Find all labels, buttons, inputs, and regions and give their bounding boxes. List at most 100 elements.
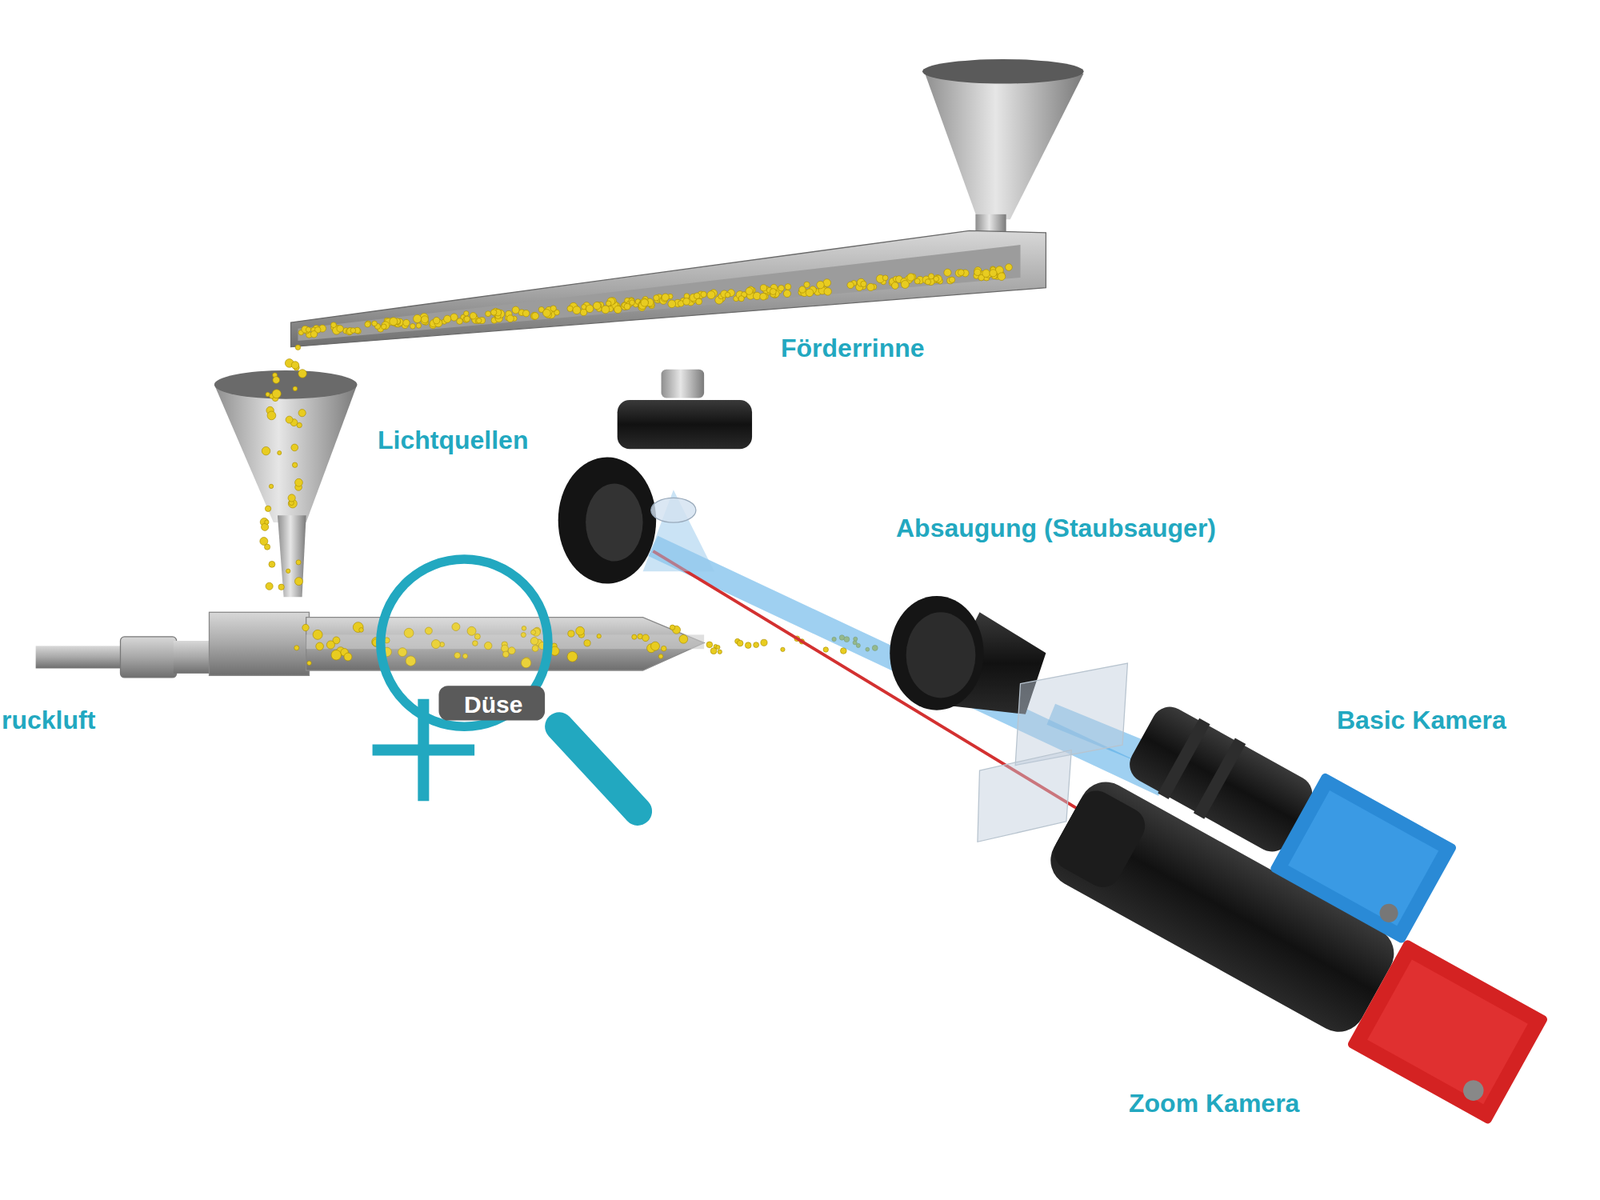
- particle: [456, 318, 464, 325]
- particle: [605, 300, 612, 307]
- air-label: ruckluft: [1, 706, 96, 735]
- light-beam: [652, 545, 1164, 786]
- particle: [272, 389, 281, 399]
- particle: [372, 320, 378, 327]
- particle: [614, 305, 622, 313]
- particle: [982, 269, 991, 278]
- particle: [268, 560, 276, 568]
- camera-label: Zoom Kamera: [1128, 1089, 1300, 1118]
- particle: [738, 296, 744, 302]
- particle: [512, 306, 520, 314]
- particle: [421, 316, 429, 324]
- particle: [381, 321, 390, 330]
- particle: [463, 316, 470, 323]
- particle: [543, 308, 552, 317]
- particle: [506, 315, 514, 323]
- particle: [296, 422, 302, 428]
- lamp-face: [585, 484, 643, 562]
- particle: [316, 642, 324, 651]
- light-sources: [558, 369, 752, 584]
- particle: [805, 288, 814, 297]
- particle: [760, 284, 767, 292]
- particle: [717, 649, 722, 654]
- particle: [265, 582, 273, 590]
- particle: [924, 279, 931, 285]
- particle: [596, 633, 601, 638]
- particle: [410, 323, 416, 329]
- particle: [336, 325, 344, 332]
- particle: [464, 311, 469, 316]
- particle: [532, 312, 540, 320]
- particle: [296, 560, 301, 565]
- particle: [267, 411, 276, 420]
- particle: [298, 369, 307, 378]
- particle: [359, 628, 364, 633]
- particle: [331, 650, 342, 661]
- particle: [307, 660, 312, 665]
- particle: [294, 645, 300, 651]
- camera-face: [1288, 790, 1439, 926]
- light-label: Lichtquellen: [377, 426, 528, 455]
- particle: [679, 634, 688, 644]
- lens-handle: [559, 726, 638, 812]
- particle: [640, 298, 648, 307]
- feed-funnel: [214, 344, 358, 597]
- particle: [693, 292, 700, 300]
- lens-ring: [1157, 718, 1210, 800]
- particle: [469, 312, 476, 320]
- particle: [816, 280, 824, 288]
- particle: [291, 444, 299, 452]
- particle: [783, 289, 791, 297]
- lens-ring: [1193, 738, 1246, 820]
- particle: [286, 568, 291, 573]
- fitting: [120, 636, 177, 678]
- particle: [344, 652, 352, 661]
- particle: [642, 634, 650, 642]
- suction-label: Absaugung (Staubsauger): [896, 514, 1216, 543]
- camera-body: [1346, 938, 1549, 1125]
- particle: [710, 648, 717, 655]
- particle: [264, 505, 271, 512]
- particle: [683, 298, 691, 306]
- lamp-housing: [558, 456, 656, 584]
- particle: [867, 283, 875, 291]
- particle: [780, 647, 785, 652]
- particle: [804, 281, 810, 288]
- particle: [601, 305, 610, 314]
- particle: [302, 624, 309, 631]
- funnel-stem: [277, 515, 307, 597]
- particle: [291, 361, 299, 369]
- particle: [261, 523, 269, 531]
- label-tab: [438, 685, 545, 720]
- particle: [736, 640, 744, 647]
- particle: [416, 323, 421, 328]
- particle: [653, 295, 660, 301]
- funnel-mouth: [922, 59, 1084, 84]
- particle: [700, 291, 707, 297]
- particle: [268, 484, 273, 488]
- particle: [769, 288, 776, 296]
- particle: [716, 645, 720, 650]
- particle: [760, 292, 768, 300]
- particle: [389, 317, 398, 326]
- particle: [294, 577, 303, 586]
- funnel-mouth: [214, 370, 358, 400]
- particle: [568, 630, 575, 637]
- connector: [1376, 900, 1401, 926]
- particle: [550, 305, 556, 312]
- particle: [640, 299, 648, 307]
- particle: [989, 269, 997, 277]
- particle: [624, 303, 631, 310]
- particle: [261, 446, 270, 455]
- particle: [860, 280, 867, 287]
- particle: [476, 318, 482, 324]
- suction-inner: [906, 612, 976, 698]
- knob: [661, 369, 705, 399]
- magnifier-icon: [372, 559, 639, 812]
- particle: [272, 376, 280, 384]
- particle: [974, 268, 981, 276]
- particle: [661, 293, 669, 301]
- particle: [331, 322, 337, 328]
- particle: [907, 273, 915, 281]
- particle: [350, 328, 356, 334]
